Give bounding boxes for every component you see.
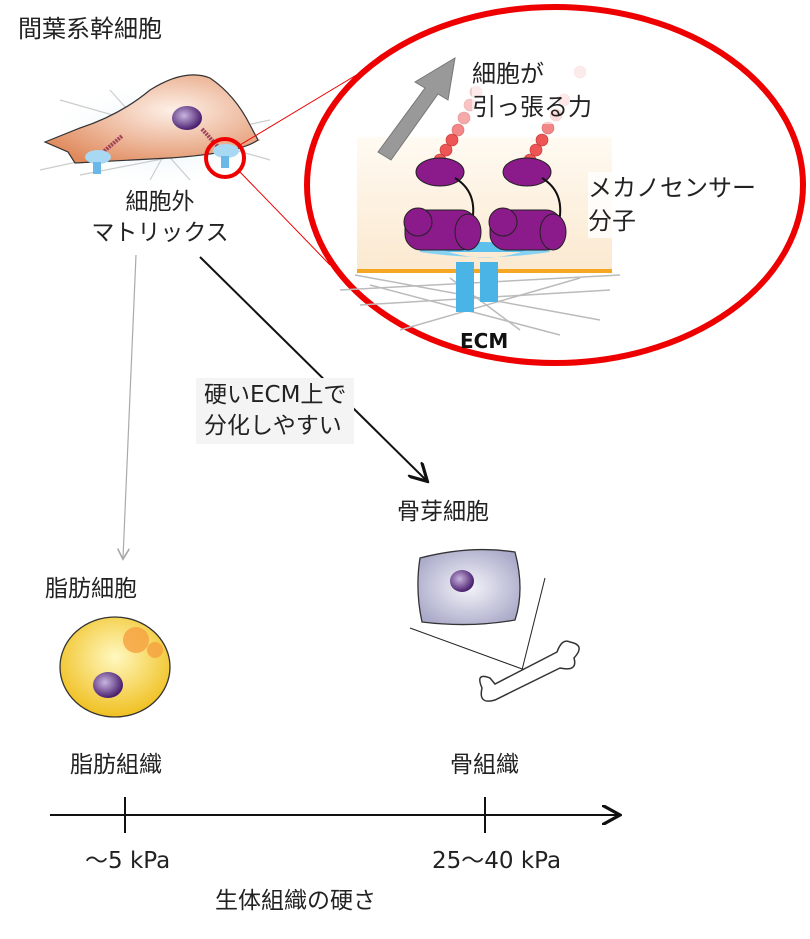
ecm-label: 細胞外 マトリックス — [91, 189, 229, 246]
adipocyte-label: 脂肪細胞 — [45, 576, 137, 602]
bone-icon — [479, 640, 580, 702]
condition-note: 硬いECM上で 分化しやすい — [196, 378, 355, 444]
ecm-zoom-label: ECM — [460, 329, 509, 353]
stiffness-axis — [50, 797, 618, 833]
adipocyte-cell — [59, 616, 171, 718]
axis-title: 生体組織の硬さ — [215, 888, 376, 914]
arrow-to-osteoblast — [199, 256, 426, 480]
arrow-to-adipocyte — [123, 254, 137, 558]
tissue-label-fat: 脂肪組織 — [70, 752, 162, 778]
stem-cell-illustration — [39, 74, 280, 190]
mechanosensor-molecule — [403, 207, 567, 251]
mechanosensor-zoom-panel — [304, 4, 806, 366]
force-arrow-icon — [377, 57, 456, 161]
nucleus — [172, 106, 202, 130]
tick-label-fat: 〜5 kPa — [85, 848, 171, 874]
mechanosensor-label: メカノセンサー 分子 — [588, 172, 756, 238]
osteoblast-label: 骨芽細胞 — [397, 499, 489, 525]
tick-label-bone: 25〜40 kPa — [432, 848, 562, 874]
force-label: 細胞が 引っ張る力 — [472, 58, 592, 124]
highlight-circle — [204, 137, 246, 179]
tissue-label-bone: 骨組織 — [450, 752, 519, 778]
page-title: 間葉系幹細胞 — [18, 15, 162, 43]
